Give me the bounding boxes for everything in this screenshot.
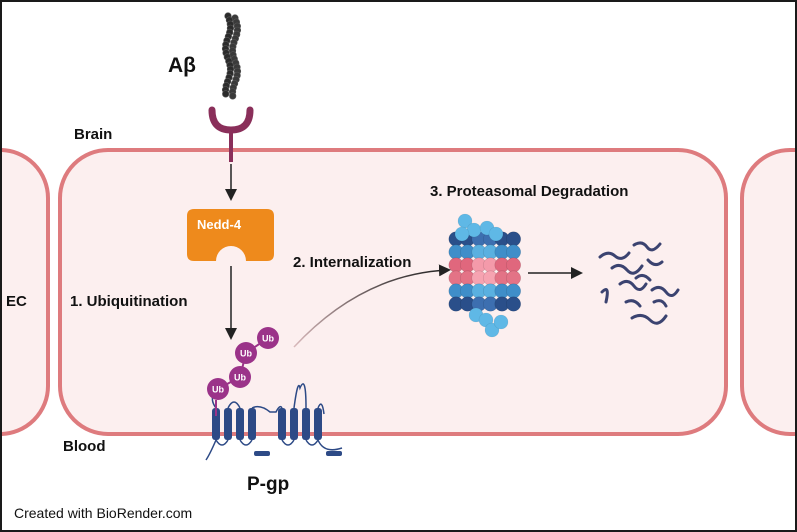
step3-label: 3. Proteasomal Degradation (430, 183, 629, 200)
peptide-fragments-icon (598, 241, 680, 325)
abeta-label: Aβ (168, 54, 196, 77)
ubiquitin-3: Ub (235, 342, 257, 364)
svg-text:Ub: Ub (212, 385, 224, 395)
biorender-credit: Created with BioRender.com (14, 505, 193, 521)
ubiquitin-1: Ub (207, 378, 229, 400)
endothelial-cell-right (740, 148, 795, 436)
svg-text:Ub: Ub (262, 334, 274, 344)
step2-label: 2. Internalization (293, 254, 412, 271)
amyloid-beta-fibril-icon (221, 12, 242, 100)
nedd4-label: Nedd-4 (197, 217, 242, 232)
nedd4-ligase-icon (187, 209, 274, 261)
ec-label: EC (6, 293, 27, 310)
ubiquitin-chain-icon: Ub Ub Ub Ub (207, 327, 279, 416)
svg-text:Ub: Ub (234, 373, 246, 383)
pgp-label: P-gp (247, 474, 290, 495)
ubiquitin-2: Ub (229, 366, 251, 388)
brain-label: Brain (74, 126, 113, 143)
receptor-icon (208, 106, 254, 162)
svg-text:Ub: Ub (240, 349, 252, 359)
endothelial-cell-left (2, 148, 50, 436)
ubiquitin-4: Ub (257, 327, 279, 349)
proteasome-icon (448, 213, 521, 338)
arrow-internalization (293, 264, 451, 348)
step1-label: 1. Ubiquitination (70, 293, 188, 310)
blood-label: Blood (63, 438, 106, 455)
pgp-transporter-icon (205, 383, 343, 461)
